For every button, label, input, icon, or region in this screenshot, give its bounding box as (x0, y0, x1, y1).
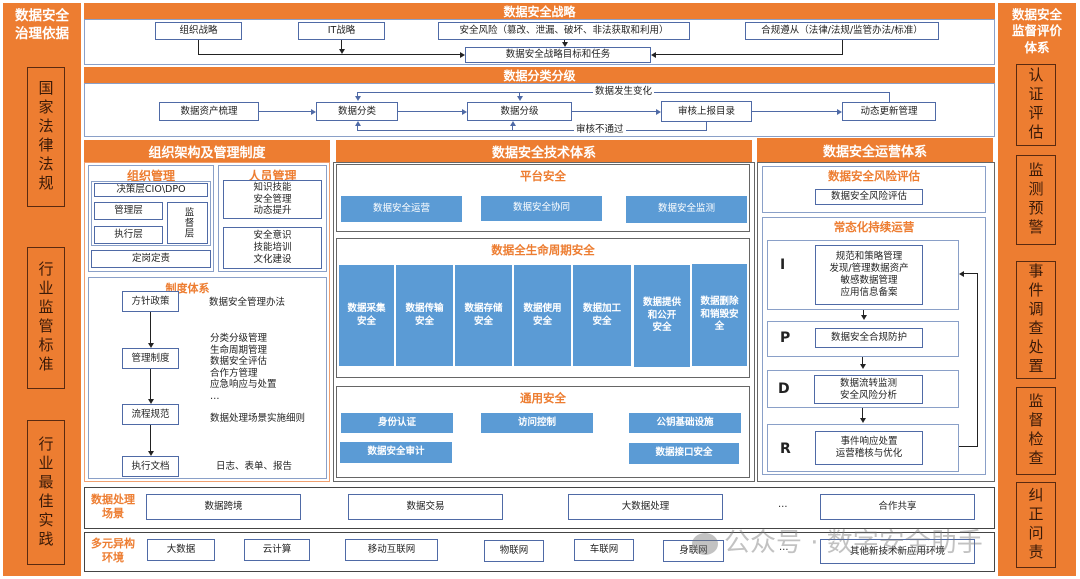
org-mgmt-title: 组织管理 (126, 169, 175, 183)
supervision-monitoring: 监测预警 (1016, 155, 1056, 245)
policy-title: 制度体系 (165, 282, 210, 295)
general-pki: 公钥基础设施 (629, 413, 741, 433)
risk-assess-title: 数据安全风险评估 (828, 169, 920, 183)
platform-collab: 数据安全协同 (481, 196, 602, 221)
wechat-icon (692, 532, 718, 555)
lifecycle-delete-destroy: 数据删除 和销毁安 全 (692, 264, 747, 366)
general-interface-security: 数据接口安全 (629, 443, 739, 464)
ops-stage-r-letter: R (780, 441, 791, 457)
policy-level-regulation: 管理制度 (122, 348, 179, 369)
ops-header: 数据安全运营体系 (757, 138, 993, 162)
people-skills: 知识技能 安全管理 动态提升 (223, 180, 322, 219)
tech-header: 数据安全技术体系 (336, 140, 752, 162)
class-loop-data-change: 数据发生变化 (593, 86, 655, 98)
org-decision-layer: 决策层CIO\DPO (94, 183, 208, 197)
scenario-ellipsis: … (778, 499, 788, 510)
supervision-certification: 认证评估 (1016, 64, 1056, 146)
ops-stage-d-letter: D (778, 381, 790, 397)
env-body-net: 身联网 (663, 540, 724, 562)
class-grade: 数据分级 (467, 102, 572, 121)
org-management-layer: 管理层 (94, 202, 163, 220)
env-big-data: 大数据 (147, 539, 215, 561)
basis-national-law: 国家法律法规 (27, 67, 65, 207)
people-mgmt-title: 人员管理 (248, 169, 297, 183)
people-awareness: 安全意识 技能培训 文化建设 (223, 227, 322, 269)
right-sidebar-title: 数据安全 监督评价 体系 (1011, 7, 1062, 55)
general-security-title: 通用安全 (520, 391, 566, 405)
supervision-inspection: 监督检查 (1016, 387, 1056, 475)
basis-industry-regulation: 行业监管标准 (27, 247, 65, 389)
continuous-ops-title: 常态化持续运营 (833, 220, 915, 234)
policy-level-process: 流程规范 (122, 404, 179, 425)
lifecycle-transmit: 数据传输 安全 (396, 265, 453, 366)
org-role-assignment: 定岗定责 (91, 250, 211, 268)
scenario-sharing: 合作共享 (820, 494, 975, 520)
basis-industry-best-practice: 行业最佳实践 (27, 420, 65, 565)
platform-monitor: 数据安全监测 (626, 196, 747, 223)
class-categorize: 数据分类 (316, 102, 398, 121)
right-sidebar-supervision-system: 数据安全 监督评价 体系 认证评估 监测预警 事件调查处置 监督检查 纠正问责 (998, 3, 1076, 576)
supervision-incident: 事件调查处置 (1016, 261, 1056, 379)
policy-level-execution-doc: 执行文档 (122, 456, 179, 477)
lifecycle-security-title: 数据全生命周期安全 (491, 243, 595, 257)
platform-security-title: 平台安全 (520, 169, 566, 183)
policy-desc-regulation: 分类分级管理 生命周期管理 数据安全评估 合作方管理 应急响应与处置 … (210, 333, 277, 402)
scenario-trading: 数据交易 (348, 494, 503, 520)
policy-desc-process: 数据处理场景实施细则 (210, 413, 306, 424)
org-supervision-label: 监督层 (182, 207, 194, 239)
policy-level-guideline: 方针政策 (122, 291, 179, 312)
class-dynamic-update: 动态更新管理 (842, 102, 936, 121)
strategy-target: 数据安全战略目标和任务 (465, 47, 651, 63)
ops-stage-r-box: 事件响应处置 运营稽核与优化 (815, 431, 923, 465)
lifecycle-collect: 数据采集 安全 (339, 265, 394, 366)
lifecycle-provide-publish: 数据提供 和公开 安全 (634, 265, 690, 367)
ops-stage-p-letter: P (780, 330, 791, 346)
org-header: 组织架构及管理制度 (84, 140, 330, 162)
ops-stage-p-box: 数据安全合规防护 (815, 328, 923, 348)
classification-header: 数据分类分级 (84, 67, 995, 83)
environments-label: 多元异构 环境 (91, 537, 135, 565)
scenarios-label: 数据处理 场景 (91, 493, 135, 521)
left-sidebar-title: 数据安全 治理依据 (15, 8, 69, 43)
lifecycle-use: 数据使用 安全 (514, 265, 571, 366)
ops-stage-d-box: 数据流转监测 安全风险分析 (814, 375, 923, 404)
policy-desc-execution-doc: 日志、表单、报告 (216, 461, 293, 472)
strategy-org: 组织战略 (155, 22, 242, 40)
org-supervision-layer: 监督层 (167, 202, 208, 244)
watermark-text: 公众号 · 数字安全助手 (724, 528, 983, 558)
env-ellipsis: … (779, 542, 789, 553)
ops-stage-i-box: 规范和策略管理 发现/管理数据资产 敏感数据管理 应用信息备案 (815, 245, 923, 305)
env-cloud: 云计算 (244, 539, 310, 561)
left-sidebar-governance-basis: 数据安全 治理依据 国家法律法规 行业监管标准 行业最佳实践 (3, 3, 81, 576)
general-audit: 数据安全审计 (340, 442, 452, 463)
policy-desc-guideline: 数据安全管理办法 (209, 297, 286, 308)
strategy-risk: 安全风险（篡改、泄漏、破坏、非法获取和利用） (438, 22, 690, 40)
strategy-header: 数据安全战略 (84, 3, 995, 19)
scenario-big-data: 大数据处理 (568, 494, 723, 520)
general-access-control: 访问控制 (481, 413, 593, 433)
org-execution-layer: 执行层 (94, 226, 163, 244)
risk-assess-item: 数据安全风险评估 (815, 189, 923, 205)
watermark: 公众号 · 数字安全助手 (692, 522, 983, 559)
strategy-it: IT战略 (298, 22, 385, 40)
lifecycle-store: 数据存储 安全 (455, 265, 512, 366)
class-review-report: 审核上报目录 (661, 101, 752, 122)
env-iot: 物联网 (484, 540, 544, 562)
ops-stage-i-letter: I (780, 257, 786, 273)
lifecycle-process: 数据加工 安全 (573, 265, 631, 366)
strategy-compliance: 合规遵从（法律/法规/监管办法/标准） (745, 22, 939, 40)
supervision-accountability: 纠正问责 (1016, 482, 1056, 568)
scenario-cross-border: 数据跨境 (146, 494, 301, 520)
class-asset-inventory: 数据资产梳理 (159, 102, 259, 121)
class-loop-review-fail: 审核不通过 (574, 124, 626, 136)
env-other-new-tech: 其他新技术新应用环境 (820, 539, 975, 564)
platform-ops: 数据安全运营 (341, 196, 462, 222)
general-authentication: 身份认证 (341, 413, 453, 433)
env-mobile-internet: 移动互联网 (345, 539, 438, 561)
env-vehicle-net: 车联网 (574, 539, 634, 561)
